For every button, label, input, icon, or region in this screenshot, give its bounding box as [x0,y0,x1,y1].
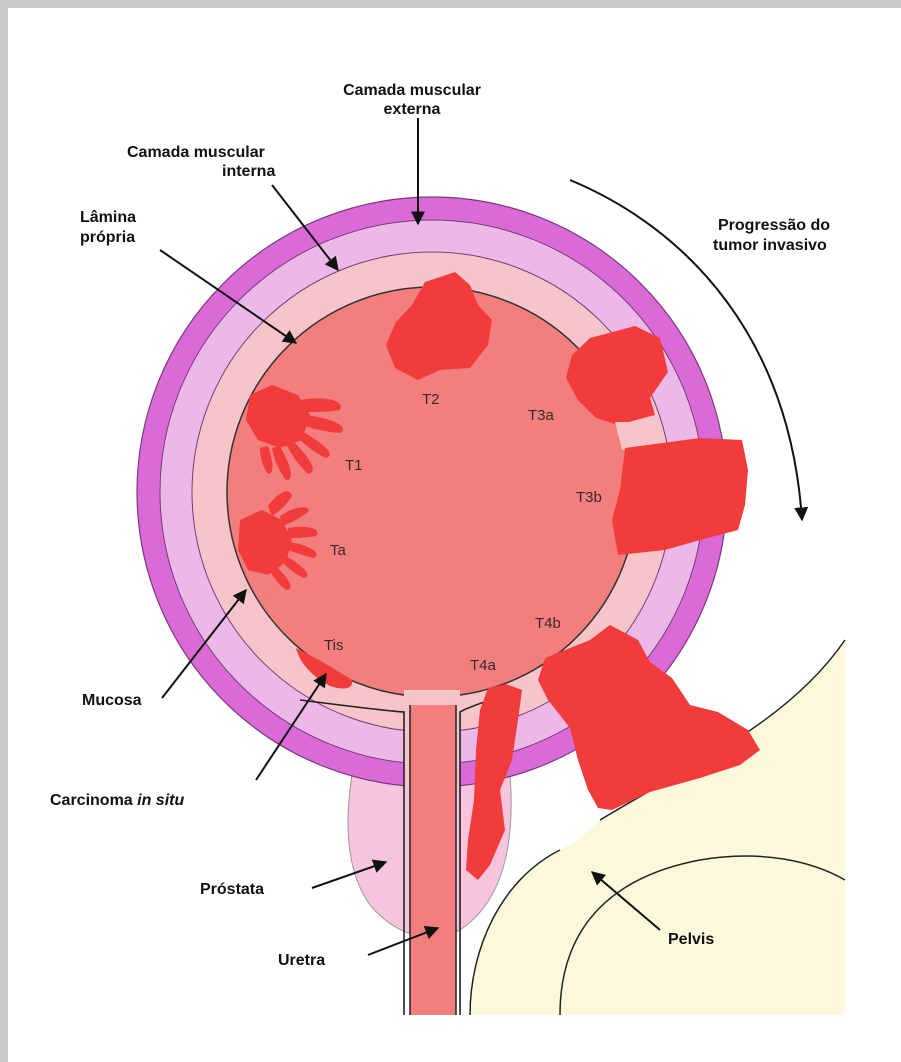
label-uretra: Uretra [278,952,325,969]
stage-t4b: T4b [535,615,561,632]
label-lamina-1: Lâmina [80,209,136,226]
label-camada-interna-1: Camada muscular [127,144,265,161]
label-lamina-2: própria [80,229,135,246]
label-mucosa: Mucosa [82,692,142,709]
stage-t1: T1 [345,457,363,474]
tumor-t3b [612,438,748,555]
stage-ta: Ta [330,542,347,559]
stage-t4a: T4a [470,657,497,674]
urethra [410,705,456,1015]
label-progressao-2: tumor invasivo [713,237,827,254]
label-carcinoma: Carcinoma in situ [50,792,184,809]
label-camada-externa-2: externa [384,101,441,118]
label-prostata: Próstata [200,881,264,898]
stage-t3b: T3b [576,489,602,506]
stage-t3a: T3a [528,407,555,424]
bladder-tumor-staging-diagram: Camada muscular externa Camada muscular … [8,8,901,1062]
label-carcinoma-main: Carcinoma [50,792,137,809]
stage-t2: T2 [422,391,440,408]
stage-tis: Tis [324,637,343,654]
label-camada-externa-1: Camada muscular [343,82,481,99]
label-camada-interna-2: interna [222,163,275,180]
label-progressao-1: Progressão do [718,217,830,234]
label-pelvis: Pelvis [668,931,714,948]
label-carcinoma-italic: in situ [137,792,184,809]
